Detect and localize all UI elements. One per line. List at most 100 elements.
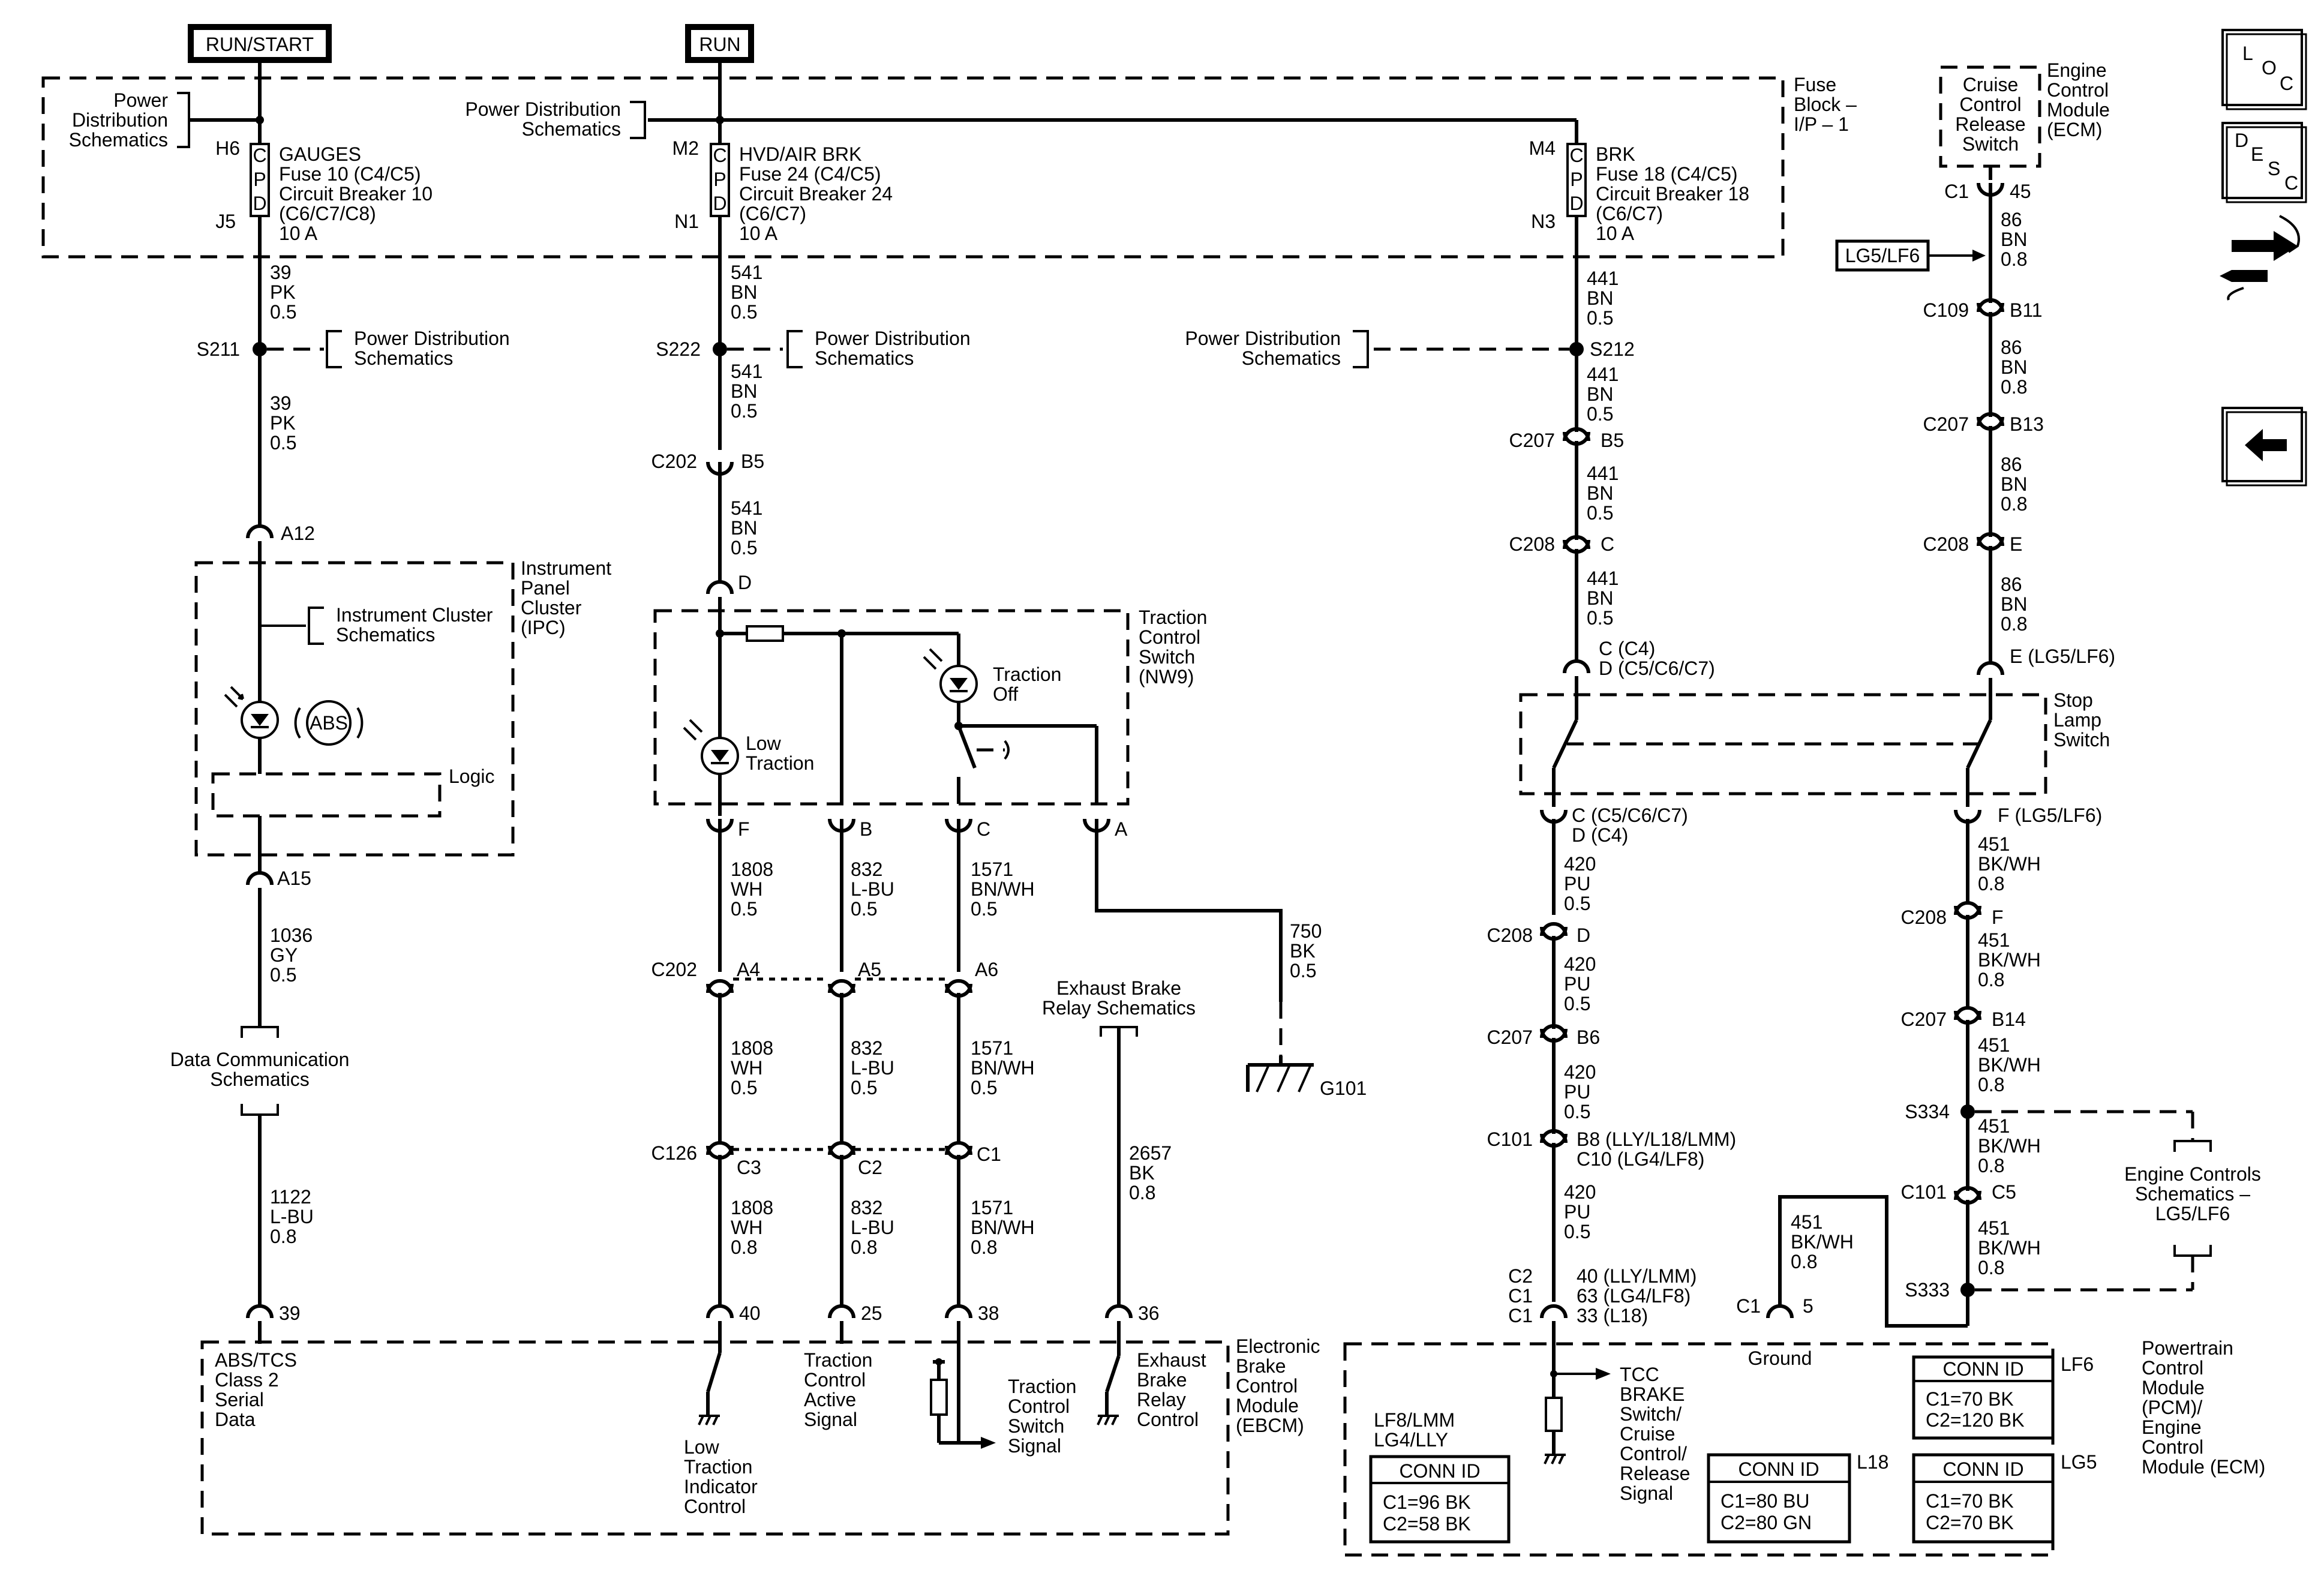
- svg-text:Control: Control: [684, 1496, 746, 1517]
- svg-text:Schematics –: Schematics –: [2135, 1183, 2250, 1205]
- desc-button[interactable]: D E S C: [2221, 122, 2307, 203]
- svg-text:0.5: 0.5: [1564, 893, 1590, 914]
- svg-text:420: 420: [1564, 1181, 1596, 1203]
- connector-icon[interactable]: [2220, 215, 2300, 301]
- svg-text:1571: 1571: [971, 1037, 1013, 1059]
- loc-button[interactable]: L O C: [2221, 29, 2307, 110]
- splice-s211: S211: [197, 338, 240, 360]
- power-dist-ref-s212[interactable]: Power Distribution Schematics: [1185, 328, 1369, 369]
- svg-text:C109: C109: [1923, 299, 1969, 321]
- svg-text:B13: B13: [2010, 413, 2044, 435]
- ebcm-outline: [200, 1340, 1230, 1536]
- svg-text:N3: N3: [1531, 211, 1556, 232]
- svg-text:LG5: LG5: [2061, 1451, 2097, 1473]
- svg-text:Serial: Serial: [215, 1389, 264, 1410]
- splice-s334: S334: [1905, 1101, 1950, 1122]
- svg-text:RUN/START: RUN/START: [206, 34, 314, 55]
- svg-text:Brake: Brake: [1137, 1369, 1187, 1391]
- svg-text:0.8: 0.8: [1978, 1257, 2004, 1278]
- svg-text:P: P: [253, 169, 266, 190]
- power-dist-ref-s222[interactable]: Power Distribution Schematics: [786, 328, 971, 369]
- data-comm-ref[interactable]: Data Communication Schematics: [170, 1049, 350, 1090]
- connector-c126: C126: [651, 1142, 698, 1164]
- svg-text:Switch: Switch: [1139, 646, 1195, 668]
- connector-c202-mid: C202: [651, 959, 698, 980]
- svg-text:L: L: [2242, 43, 2253, 64]
- svg-text:Stop: Stop: [2053, 689, 2093, 711]
- wire-451-bkwh-5: 451 BK/WH 0.8: [1978, 1217, 2041, 1278]
- svg-text:Release: Release: [1955, 113, 2025, 135]
- svg-text:451: 451: [1978, 1217, 2010, 1239]
- svg-text:C2=70 BK: C2=70 BK: [1926, 1512, 2014, 1533]
- ebcm-tcs-signal: Traction Control Switch Signal: [1008, 1376, 1076, 1457]
- svg-text:0.8: 0.8: [1978, 873, 2004, 894]
- svg-text:0.5: 0.5: [851, 898, 877, 920]
- svg-text:441: 441: [1587, 364, 1619, 385]
- ebcm-exhaust-relay-control: Exhaust Brake Relay Control: [1137, 1349, 1206, 1430]
- wire-451-bkwh-3: 451 BK/WH 0.8: [1978, 1034, 2041, 1095]
- svg-text:CONN ID: CONN ID: [1399, 1460, 1480, 1482]
- svg-text:D: D: [253, 193, 266, 214]
- svg-text:1571: 1571: [971, 858, 1013, 880]
- svg-text:Traction: Traction: [746, 752, 814, 774]
- svg-text:0.5: 0.5: [1564, 1101, 1590, 1122]
- svg-text:10 A: 10 A: [1596, 223, 1635, 244]
- traction-switch: [957, 725, 1010, 804]
- svg-text:HVD/AIR BRK: HVD/AIR BRK: [739, 143, 861, 165]
- svg-text:D (C5/C6/C7): D (C5/C6/C7): [1599, 658, 1715, 679]
- svg-text:E: E: [2010, 533, 2022, 555]
- wire-86-bn-1: 86 BN 0.8: [2001, 209, 2027, 270]
- svg-text:0.5: 0.5: [1587, 607, 1613, 629]
- svg-text:Panel: Panel: [521, 577, 570, 599]
- svg-text:D: D: [713, 193, 726, 214]
- ground-g101-icon: [1246, 1056, 1314, 1092]
- svg-text:Schematics: Schematics: [69, 129, 168, 151]
- exhaust-brake-relay-ref[interactable]: Exhaust Brake Relay Schematics: [1042, 977, 1196, 1037]
- svg-text:(IPC): (IPC): [521, 617, 566, 638]
- svg-text:BN: BN: [731, 380, 757, 402]
- svg-text:0.5: 0.5: [270, 301, 296, 323]
- svg-text:C101: C101: [1901, 1181, 1947, 1203]
- svg-text:Schematics: Schematics: [815, 347, 914, 369]
- abs-lamp-led-icon: [224, 686, 279, 739]
- svg-text:LG5/LF6: LG5/LF6: [1845, 245, 1920, 266]
- svg-text:Traction: Traction: [684, 1456, 752, 1478]
- svg-text:GY: GY: [270, 944, 298, 966]
- ipc-cluster-ref[interactable]: Instrument Cluster Schematics: [308, 604, 493, 646]
- svg-text:C: C: [977, 818, 990, 840]
- svg-text:0.8: 0.8: [2001, 376, 2027, 398]
- svg-text:Cluster: Cluster: [521, 597, 582, 619]
- svg-text:BN: BN: [1587, 287, 1613, 309]
- svg-text:B8 (LLY/L18/LMM): B8 (LLY/L18/LMM): [1577, 1128, 1736, 1150]
- svg-text:A6: A6: [975, 959, 998, 980]
- svg-text:CONN ID: CONN ID: [1738, 1458, 1819, 1480]
- svg-text:Power: Power: [113, 89, 168, 111]
- svg-text:832: 832: [851, 1037, 882, 1059]
- power-dist-ref-fuse-left[interactable]: Power Distribution Schematics: [69, 89, 190, 151]
- svg-text:L-BU: L-BU: [851, 878, 894, 900]
- power-dist-ref-s211[interactable]: Power Distribution Schematics: [326, 328, 510, 369]
- svg-text:WH: WH: [731, 878, 762, 900]
- svg-text:0.8: 0.8: [2001, 493, 2027, 515]
- svg-text:D: D: [1577, 924, 1590, 946]
- svg-text:LF8/LMM: LF8/LMM: [1374, 1409, 1455, 1431]
- wire-1808-wh-2: 1808 WH 0.5: [731, 1037, 773, 1098]
- svg-text:0.5: 0.5: [731, 898, 757, 920]
- back-arrow-icon[interactable]: [2221, 407, 2307, 487]
- svg-text:BN: BN: [2001, 473, 2027, 495]
- svg-text:RUN: RUN: [699, 34, 740, 55]
- svg-text:0.8: 0.8: [270, 1226, 296, 1247]
- ebcm-ground-2-icon: [1097, 1392, 1119, 1425]
- svg-text:420: 420: [1564, 953, 1596, 975]
- svg-text:BN/WH: BN/WH: [971, 1217, 1035, 1238]
- power-dist-ref-fuse-mid[interactable]: Power Distribution Schematics: [465, 98, 646, 140]
- svg-text:P: P: [713, 169, 726, 190]
- svg-text:S: S: [2268, 158, 2280, 179]
- ebcm-ground-1-icon: [698, 1392, 720, 1425]
- svg-text:Control: Control: [1139, 626, 1200, 648]
- svg-text:0.8: 0.8: [2001, 613, 2027, 635]
- abs-indicator-icon: ABS: [294, 700, 364, 746]
- svg-text:0.8: 0.8: [1978, 1155, 2004, 1176]
- engine-controls-ref[interactable]: Engine Controls Schematics – LG5/LF6: [2124, 1163, 2261, 1224]
- svg-text:Traction: Traction: [1008, 1376, 1076, 1397]
